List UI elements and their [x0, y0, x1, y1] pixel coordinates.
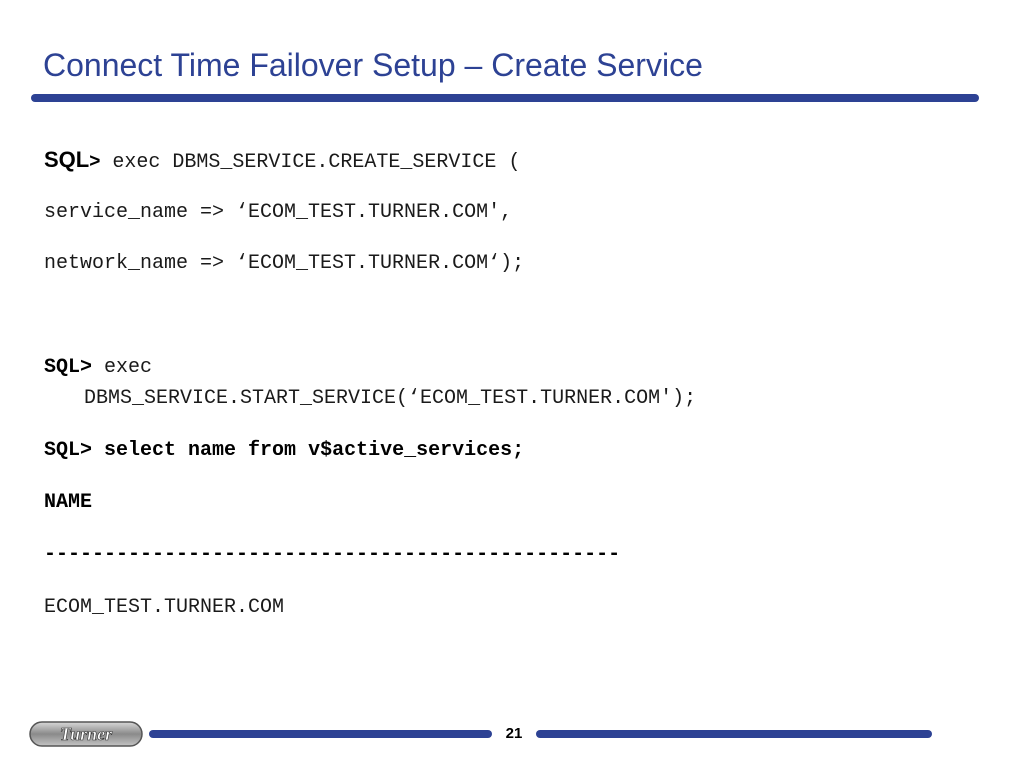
result-separator: ----------------------------------------… [44, 543, 621, 566]
footer-divider-right [536, 730, 932, 738]
result-column-header: NAME [44, 491, 93, 514]
footer-divider-left [149, 730, 492, 738]
code-line-service-name: service_name => ‘ECOM_TEST.TURNER.COM', [44, 201, 513, 224]
sql-prompt-label: SQL> [44, 147, 101, 172]
logo-wordmark: Turner [60, 724, 113, 744]
slide-title: Connect Time Failover Setup – Create Ser… [43, 47, 703, 83]
code-line-select: SQL> select name from v$active_services; [44, 439, 524, 462]
title-divider [31, 94, 979, 102]
turner-logo: Turner [29, 721, 143, 747]
code-text: exec [104, 356, 153, 379]
code-line-create-service: SQL> exec DBMS_SERVICE.CREATE_SERVICE ( [44, 147, 520, 174]
sql-prompt-label: SQL> [44, 439, 93, 462]
code-text: exec DBMS_SERVICE.CREATE_SERVICE ( [112, 151, 521, 174]
code-text: select name from v$active_services; [104, 439, 525, 462]
sql-prompt-label: SQL> [44, 356, 93, 379]
page-number: 21 [505, 725, 523, 742]
code-line-network-name: network_name => ‘ECOM_TEST.TURNER.COM‘); [44, 252, 525, 275]
result-row: ECOM_TEST.TURNER.COM [44, 596, 285, 619]
code-line-start-service-call: DBMS_SERVICE.START_SERVICE(‘ECOM_TEST.TU… [84, 387, 697, 410]
code-line-start-service: SQL> exec [44, 356, 152, 379]
